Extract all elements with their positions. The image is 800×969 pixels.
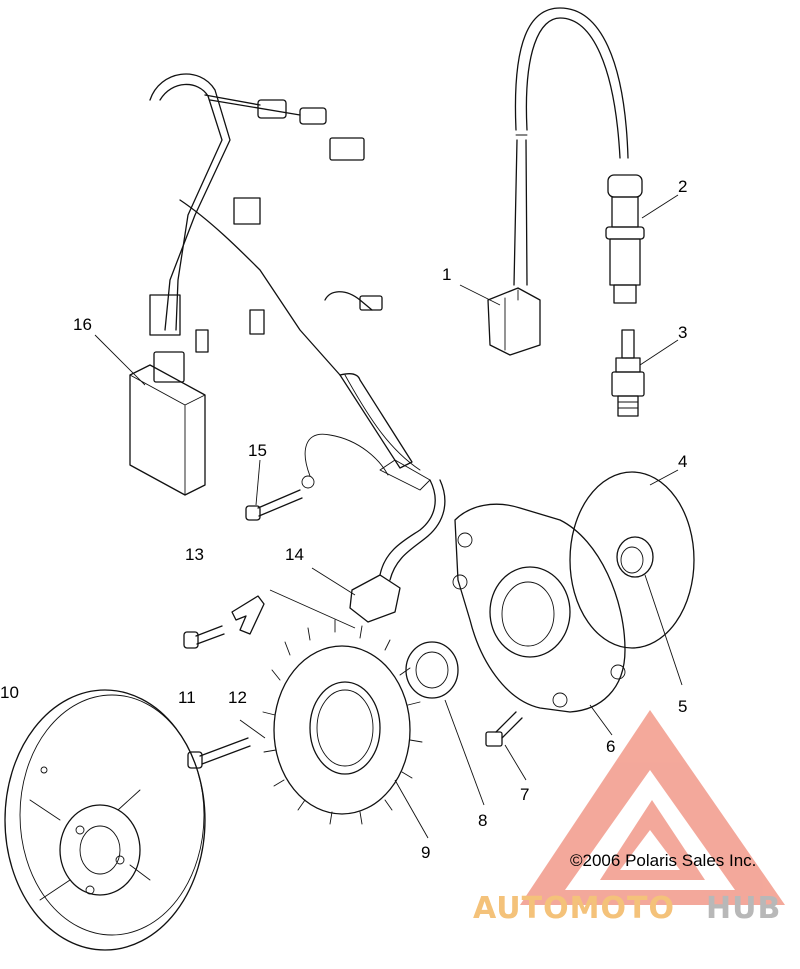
callout-numbers: 1 2 3 4 5 6 7 8 9 10 11 12 13 14 15 16 [0,177,687,862]
callout-5: 5 [678,697,687,716]
callout-3: 3 [678,323,687,342]
copyright-text: ©2006 Polaris Sales Inc. [570,851,756,870]
callout-2: 2 [678,177,687,196]
flywheel-part [4,689,206,951]
clip-part-13 [183,595,265,649]
callout-10: 10 [0,683,19,702]
watermark-text-part1: AUTOMOTO [473,891,675,926]
screw-part-15 [245,433,389,521]
spark-plug-part [611,329,645,417]
callout-6: 6 [606,737,615,756]
callout-9: 9 [421,843,430,862]
watermark-logo [520,710,785,905]
cdi-box-part [129,73,383,496]
callout-16: 16 [73,315,92,334]
callout-11: 11 [178,688,196,707]
ignition-coil-part [487,7,629,356]
watermark-text: AUTOMOTO HUB [473,891,781,926]
spark-plug-cap-part [605,174,645,304]
callout-15: 15 [248,441,267,460]
callout-13: 13 [185,545,204,564]
oil-seal-part [616,536,654,578]
bearing-seal-part [405,641,459,699]
gasket-part [569,471,695,649]
stator-part [262,619,423,825]
callout-8: 8 [478,811,487,830]
callout-14: 14 [285,545,304,564]
leader-lines [94,194,683,839]
callout-7: 7 [520,785,529,804]
bolt-part-7 [485,711,523,747]
stator-plate-part [452,503,626,713]
watermark-text-part2: HUB [706,891,781,926]
callout-1: 1 [442,265,451,284]
pickup-sensor-part [339,373,446,623]
callout-12: 12 [228,688,247,707]
callout-4: 4 [678,452,687,471]
screw-part-11 [187,737,251,769]
